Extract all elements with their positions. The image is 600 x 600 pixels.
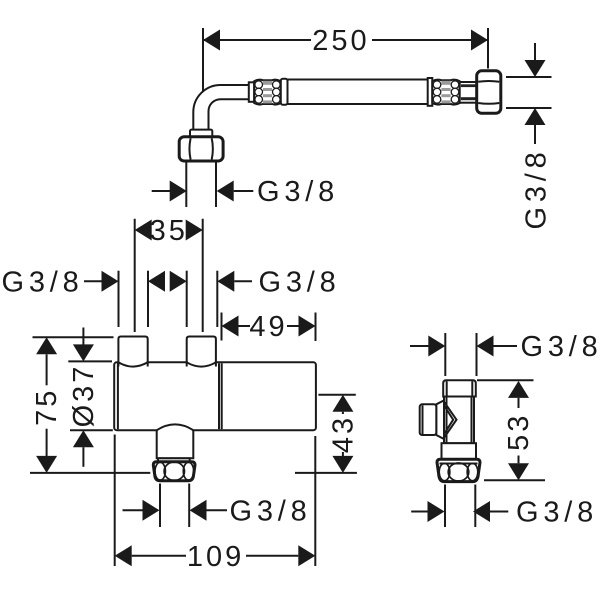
svg-text:G3/8: G3/8 [230, 495, 312, 527]
svg-text:G3/8: G3/8 [521, 331, 600, 363]
svg-text:G3/8: G3/8 [257, 176, 339, 208]
svg-text:G3/8: G3/8 [259, 266, 341, 298]
svg-text:250: 250 [312, 25, 369, 57]
svg-text:43: 43 [328, 415, 360, 453]
svg-text:G3/8: G3/8 [516, 497, 598, 529]
svg-text:109: 109 [187, 541, 244, 573]
svg-text:49: 49 [249, 311, 287, 343]
svg-text:35: 35 [150, 215, 188, 247]
svg-text:75: 75 [31, 388, 63, 426]
svg-text:Ø37: Ø37 [68, 364, 100, 428]
svg-text:53: 53 [503, 413, 535, 451]
svg-text:G3/8: G3/8 [2, 266, 84, 298]
svg-text:G3/8: G3/8 [521, 147, 553, 229]
